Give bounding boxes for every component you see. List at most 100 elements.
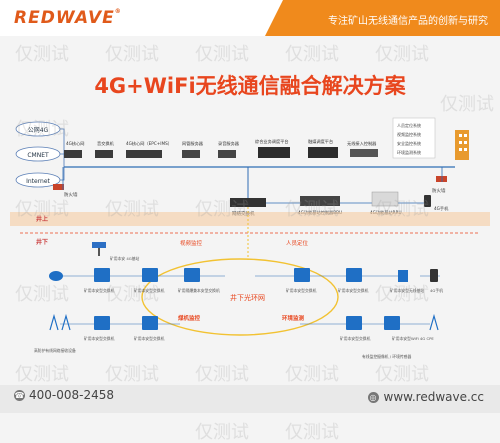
device-note: 矿用本安型交换机 [134,336,165,341]
page-title: 4G+WiFi无线通信融合解决方案 [94,74,406,98]
ex-switch [384,316,400,330]
watermark-text: 仅测试 [105,44,159,65]
systems-box: 人员定位系统 视频监控系统 安全监控系统 环境监测系统 [392,117,436,159]
camera-icon [92,242,106,256]
server-label: 网管服务器 [182,140,204,147]
watermark-text: 仅测试 [375,284,429,305]
zone-label: 人员定位 [286,239,309,247]
footer-phone: ☎ 400-008-2458 [14,388,114,402]
server-label: 音交换机 [97,140,115,147]
watermark-text: 仅测试 [375,44,429,65]
device-note: 矿用本安型交换机 [340,336,371,341]
public-4g-label: 公网4G [28,127,49,134]
watermark-text: 仅测试 [195,199,249,220]
server-label: 综合业务调度平台 [255,138,289,145]
system-item: 人员定位系统 [397,122,421,128]
internet-label: Internet [26,178,50,185]
server-labels: 4G核心网 音交换机 4G核心网（EPC+IMS） 网管服务器 录音服务器 综合… [66,138,377,147]
surface-label: 井上 [36,215,48,223]
ring-label: 井下光环网 [230,293,265,302]
brand-logo: REDWAVE® [14,8,122,28]
system-item: 环境监测系统 [397,149,421,155]
server-label: 融媒调度平台 [308,138,333,145]
ex-switch [142,316,158,330]
phone-icon: ☎ [14,389,25,401]
server-row [64,147,378,158]
watermark-text: 仅测试 [105,199,159,220]
device-note: 矿用隔爆兼本安型交换机 [178,288,220,293]
device-note: 矿用本安型交换机 [286,288,317,293]
zone-label: 环境监测 [282,314,305,322]
device-note: 矿用本安型交换机 [134,288,165,293]
core-network-device [64,150,82,158]
header-slogan: 专注矿山无线通信产品的创新与研究 [328,16,488,27]
website-url[interactable]: www.redwave.cc [383,390,485,404]
surface-band [10,212,490,226]
underground-switches [94,268,400,330]
watermark-text: 仅测试 [195,422,249,443]
ex-switch [184,268,200,282]
system-item: 视频监控系统 [397,131,421,137]
watermark-text: 仅测试 [105,364,159,385]
globe-icon: ◎ [367,391,379,403]
building-icon [455,130,469,160]
watermark-text: 仅测试 [15,44,69,65]
watermark-text: 仅测试 [15,199,69,220]
dispatch-platform-device [258,147,290,158]
watermark-text: 仅测试 [285,199,339,220]
zone-label: 视频监控 [180,239,203,247]
ex-switch [346,268,362,282]
device-note: 矿用本安型交换机 [338,288,369,293]
device-note: 有线监控摄像机 / 环境传感器 [362,354,411,359]
hub-left [49,271,63,281]
epc-ims-device [126,150,162,158]
cmnet-cloud: CMNET [15,146,61,162]
server-label: 4G核心网（EPC+IMS） [126,140,172,147]
footer-website[interactable]: ◎ www.redwave.cc [367,390,485,404]
watermark-text: 仅测试 [15,284,69,305]
antenna-right [429,313,439,331]
handset-label: 4G手机 [434,205,449,212]
device-note: 4G手机 [430,288,443,293]
underground-label: 井下 [36,238,48,246]
system-item: 安全监控系统 [397,140,421,146]
antenna-left [49,313,71,331]
sensor-right [398,270,408,282]
media-dispatch-device [308,147,338,158]
phone-right [430,269,438,282]
wireless-controller-device [350,149,378,157]
watermark-layer: 仅测试 仅测试 仅测试 仅测试 仅测试 仅测试 仅测试 仅测试 仅测试 仅测试 … [15,44,494,443]
watermark-text: 仅测试 [195,364,249,385]
watermark-text: 仅测试 [15,364,69,385]
zone-label: 煤机监控 [178,314,201,322]
watermark-text: 仅测试 [375,199,429,220]
fiber-ring [141,258,339,336]
watermark-text: 仅测试 [195,44,249,65]
handset-device: 4G手机 [424,195,449,212]
device-note: 矿用本安型交换机 [84,288,115,293]
watermark-text: 仅测试 [285,364,339,385]
footer-bar [0,385,500,413]
firewall-right: 防火墙 [432,176,447,194]
ex-switch [142,268,158,282]
ex-switch [346,316,362,330]
header-bar: REDWAVE® 专注矿山无线通信产品的创新与研究 [0,0,500,36]
watermark-text: 仅测试 [375,364,429,385]
device-note: 矿用本安型无线基站 [390,288,424,293]
watermark-text: 仅测试 [285,422,339,443]
cmnet-label: CMNET [27,152,49,159]
recording-server-device [218,150,236,158]
watermark-text: 仅测试 [105,284,159,305]
watermark-text: 仅测试 [440,94,494,115]
device-note: 高防护有线网络接收设备 [34,348,76,353]
server-label: 4G核心网 [66,140,84,147]
ex-switch [294,268,310,282]
device-note: 矿用本安型交换机 [84,336,115,341]
phone-number: 400-008-2458 [29,388,115,402]
nms-server-device [182,150,200,158]
server-label: 无线接入控制器 [347,140,377,147]
header-orange-band [265,0,500,36]
ex-switch [94,316,110,330]
device-notes: 矿用本安 4G基站 矿用本安型交换机 矿用本安型交换机 矿用隔爆兼本安型交换机 … [34,256,443,359]
